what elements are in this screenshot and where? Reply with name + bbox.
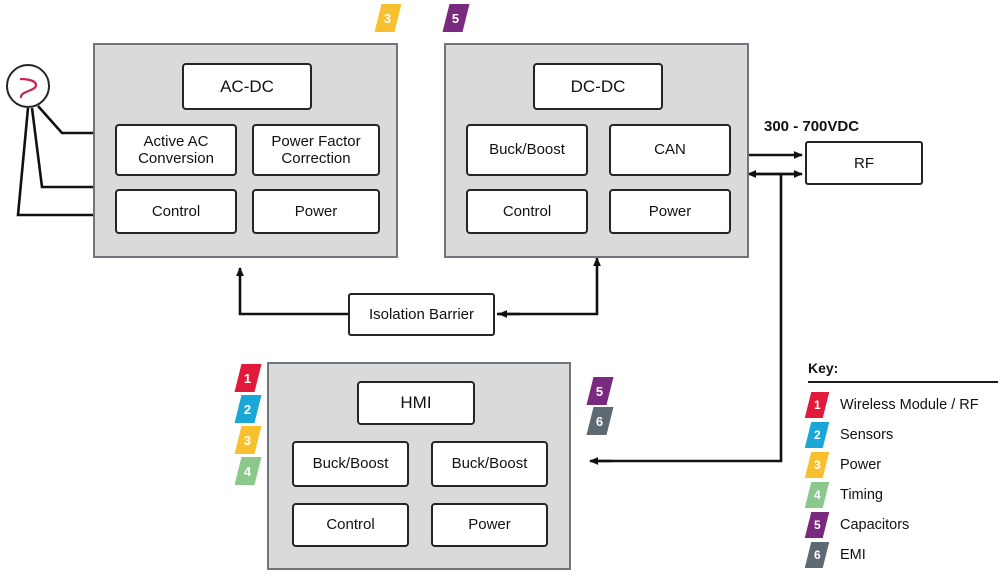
legend-swatch-5-number: 5 [813, 518, 821, 532]
block-active-ac-conversion[interactable]: Active AC Conversion [115, 124, 237, 176]
legend-swatch-6-number: 6 [813, 548, 821, 562]
legend-swatch-2: 2 [804, 422, 830, 448]
tag-hmi-4[interactable]: 4 [234, 457, 262, 485]
ac-wire-2 [30, 107, 95, 189]
legend-label-6: EMI [840, 547, 866, 563]
ac-wire-1 [37, 105, 95, 135]
tag-hmi-6[interactable]: 6 [586, 407, 614, 435]
tag-hmi-6-number: 6 [596, 413, 604, 429]
block-power-factor-correction[interactable]: Power Factor Correction [252, 124, 380, 176]
module-hmi[interactable]: HMI Buck/Boost Buck/Boost Control Power [267, 362, 571, 570]
legend-label-1: Wireless Module / RF [840, 397, 979, 413]
legend-swatch-5: 5 [804, 512, 830, 538]
module-dc-dc[interactable]: DC-DC Buck/Boost CAN Control Power [444, 43, 749, 258]
tag-acdc-3[interactable]: 3 [374, 4, 402, 32]
tag-hmi-5-number: 5 [596, 383, 604, 399]
legend-row-5: 5 Capacitors [804, 510, 998, 540]
legend-swatch-2-number: 2 [813, 428, 821, 442]
block-hmi-buck-boost-left[interactable]: Buck/Boost [292, 441, 409, 487]
block-hmi-buck-boost-right[interactable]: Buck/Boost [431, 441, 548, 487]
tag-dcdc-5[interactable]: 5 [442, 4, 470, 32]
legend-swatch-3: 3 [804, 452, 830, 478]
wire-dcdc-to-iso-line [497, 268, 599, 316]
module-dc-dc-title: DC-DC [533, 63, 663, 110]
legend-row-4: 4 Timing [804, 480, 998, 510]
block-isolation-barrier[interactable]: Isolation Barrier [348, 293, 495, 336]
ac-source-symbol [6, 64, 50, 108]
tag-hmi-3-number: 3 [244, 432, 252, 448]
legend-swatch-6: 6 [804, 542, 830, 568]
ac-wire-3 [16, 107, 95, 217]
tag-hmi-2[interactable]: 2 [234, 395, 262, 423]
legend-label-2: Sensors [840, 427, 894, 443]
tag-hmi-5[interactable]: 5 [586, 377, 614, 405]
legend-swatch-3-number: 3 [813, 458, 821, 472]
block-rf[interactable]: RF [805, 141, 923, 185]
module-ac-dc[interactable]: AC-DC Active AC Conversion Power Factor … [93, 43, 398, 258]
legend-swatch-4: 4 [804, 482, 830, 508]
legend-label-3: Power [840, 457, 882, 473]
block-acdc-control[interactable]: Control [115, 189, 237, 234]
block-dcdc-control[interactable]: Control [466, 189, 588, 234]
wire-iso-to-acdc [236, 267, 348, 316]
legend-title: Key: [808, 360, 839, 376]
tag-hmi-2-number: 2 [244, 401, 252, 417]
bus-voltage-label: 300 - 700VDC [764, 118, 860, 135]
legend-row-2: 2 Sensors [804, 420, 998, 450]
legend-row-3: 3 Power [804, 450, 998, 480]
tag-hmi-1-number: 1 [244, 370, 252, 386]
legend-row-6: 6 EMI [804, 540, 998, 570]
legend-row-1: 1 Wireless Module / RF [804, 390, 998, 420]
legend-key: Key: 1 Wireless Module / RF 2 Sensors 3 … [804, 360, 998, 570]
tag-hmi-1[interactable]: 1 [234, 364, 262, 392]
ac-sine-icon [19, 77, 38, 99]
block-dcdc-power[interactable]: Power [609, 189, 731, 234]
block-hmi-power[interactable]: Power [431, 503, 548, 547]
block-hmi-control[interactable]: Control [292, 503, 409, 547]
tag-acdc-3-number: 3 [384, 10, 392, 26]
legend-swatch-1: 1 [804, 392, 830, 418]
module-ac-dc-title: AC-DC [182, 63, 312, 110]
legend-divider [808, 381, 998, 383]
legend-label-4: Timing [840, 487, 883, 503]
legend-swatch-4-number: 4 [813, 488, 821, 502]
tag-dcdc-5-number: 5 [452, 10, 460, 26]
block-dcdc-buck-boost[interactable]: Buck/Boost [466, 124, 588, 176]
legend-swatch-1-number: 1 [813, 398, 821, 412]
module-hmi-title: HMI [357, 381, 475, 425]
tag-hmi-4-number: 4 [244, 463, 252, 479]
tag-hmi-3[interactable]: 3 [234, 426, 262, 454]
block-dcdc-can[interactable]: CAN [609, 124, 731, 176]
block-acdc-power[interactable]: Power [252, 189, 380, 234]
legend-label-5: Capacitors [840, 517, 910, 533]
